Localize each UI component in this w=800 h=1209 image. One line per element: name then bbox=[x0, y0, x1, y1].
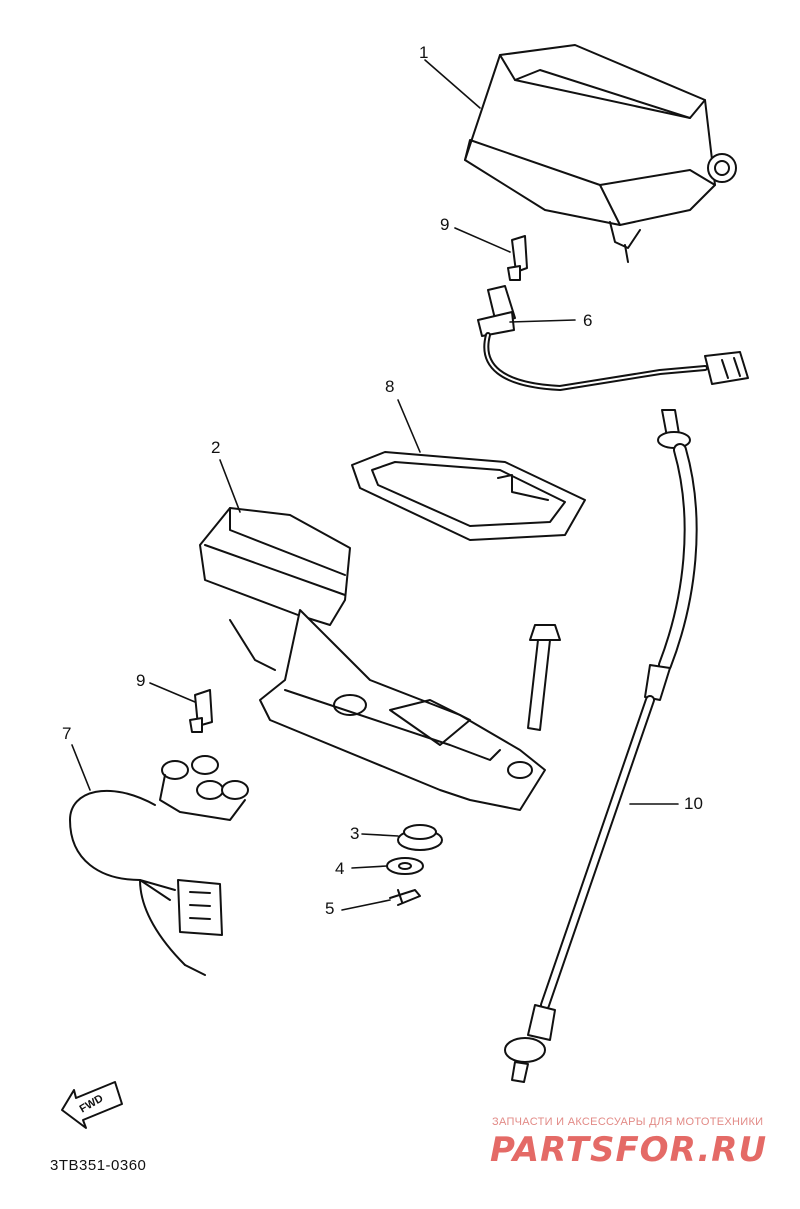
part-code: 3TB351-0360 bbox=[50, 1157, 147, 1174]
tachometer-housing bbox=[199, 507, 546, 811]
bulb-lower bbox=[189, 689, 213, 733]
callout-5: 5 bbox=[325, 899, 335, 918]
bulb-socket-lead bbox=[477, 285, 749, 391]
callout-9-lower: 9 bbox=[136, 671, 146, 690]
speedometer-housing bbox=[464, 44, 737, 263]
callout-8: 8 bbox=[385, 377, 395, 396]
meter-gasket bbox=[351, 451, 586, 541]
callout-9-upper: 9 bbox=[440, 215, 450, 234]
bulb-upper bbox=[507, 235, 528, 281]
watermark-tagline: ЗАПЧАСТИ И АКСЕССУАРЫ ДЛЯ МОТОТЕХНИКИ bbox=[492, 1116, 764, 1128]
bolt bbox=[527, 624, 561, 731]
socket-harness bbox=[69, 755, 249, 976]
callout-10: 10 bbox=[684, 794, 703, 813]
callout-6: 6 bbox=[583, 311, 593, 330]
fwd-arrow-icon bbox=[61, 1081, 123, 1129]
leader-lines bbox=[71, 59, 679, 911]
callout-7: 7 bbox=[62, 724, 72, 743]
washer bbox=[386, 857, 424, 875]
callout-1: 1 bbox=[419, 43, 429, 62]
callout-2: 2 bbox=[211, 438, 221, 457]
grommet bbox=[397, 824, 443, 851]
clip bbox=[389, 889, 421, 906]
speedometer-cable bbox=[504, 409, 698, 1083]
watermark-brand: PARTSFOR.RU bbox=[490, 1130, 768, 1170]
callout-3: 3 bbox=[350, 824, 360, 843]
callout-4: 4 bbox=[335, 859, 345, 878]
